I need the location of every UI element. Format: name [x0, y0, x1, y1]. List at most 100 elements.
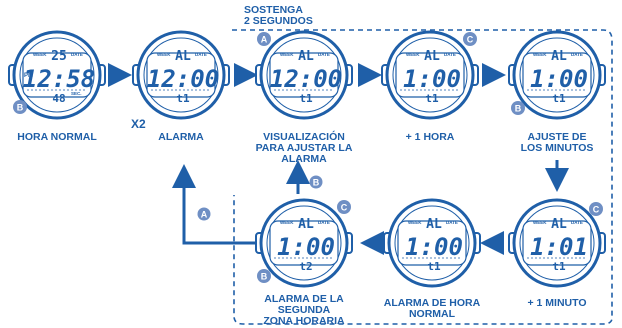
watch-inner-ring — [392, 37, 468, 113]
watch-inner-ring — [519, 205, 595, 281]
watch-inner-ring — [143, 37, 219, 113]
main-time: 12:00 — [270, 65, 342, 93]
main-time: 1:00 — [405, 233, 463, 261]
pm-indicator: PM — [24, 73, 33, 79]
date-label: DATE — [444, 52, 456, 57]
main-time: 1:00 — [403, 65, 461, 93]
sec-label: SEC. — [71, 91, 82, 96]
hold-instruction-line1: SOSTENGA — [244, 4, 303, 16]
watch-caption-line: ZONA HORARIA — [263, 315, 345, 327]
arrow-button-a-letter: A — [201, 210, 208, 220]
top-segment: AL — [551, 49, 567, 64]
week-label: WEEK — [408, 220, 422, 225]
bottom-segment: t2 — [299, 260, 312, 273]
bottom-segment: t1 — [176, 92, 190, 105]
watch-inner-ring — [266, 205, 342, 281]
main-time: 12:00 — [147, 65, 219, 93]
bottom-segment: 48 — [52, 92, 65, 105]
watch-inner-ring — [266, 37, 342, 113]
lcd-frame — [522, 52, 592, 98]
lcd-frame — [269, 52, 339, 98]
hold-instruction-line2: 2 SEGUNDOS — [244, 15, 313, 27]
arrow-button-a: A — [197, 207, 211, 221]
top-segment: AL — [298, 217, 314, 232]
top-segment: AL — [175, 49, 191, 64]
bottom-segment: t1 — [299, 92, 313, 105]
arrow-button-b-letter: B — [313, 178, 320, 188]
week-label: WEEK — [406, 52, 420, 57]
button-b-icon: B — [511, 101, 525, 115]
arrow-return — [172, 164, 256, 245]
bottom-segment: t1 — [552, 260, 566, 273]
button-c-icon: C — [337, 200, 351, 214]
lcd-frame — [146, 52, 216, 98]
top-segment: AL — [298, 49, 314, 64]
date-label: DATE — [446, 220, 458, 225]
watch-caption-line: AJUSTE DE — [527, 131, 587, 143]
date-label: DATE — [195, 52, 207, 57]
watch-inner-ring — [394, 205, 470, 281]
button-b-icon: B — [257, 269, 271, 283]
press-twice-label: X2 — [131, 117, 146, 131]
date-label: DATE — [571, 220, 583, 225]
watch-caption-line: HORA NORMAL — [17, 131, 97, 143]
date-label: DATE — [318, 52, 330, 57]
bottom-segment: t1 — [552, 92, 566, 105]
lcd-frame — [395, 52, 465, 98]
button-c-icon: C — [463, 32, 477, 46]
bottom-segment: t1 — [427, 260, 441, 273]
arrow-button-b: B — [309, 175, 323, 189]
button-letter: B — [17, 103, 24, 113]
watch-caption-line: ALARMA DE LA — [264, 293, 344, 305]
lcd-frame — [269, 220, 339, 266]
lcd-frame — [397, 220, 467, 266]
week-label: WEEK — [280, 52, 294, 57]
button-c-icon: C — [589, 202, 603, 216]
date-label: DATE — [571, 52, 583, 57]
hold-region-border — [232, 29, 613, 325]
top-segment: 25 — [51, 49, 67, 64]
watch-caption-line: ALARMA DE HORA — [383, 297, 481, 309]
main-time: 1:00 — [277, 233, 335, 261]
bottom-segment: t1 — [425, 92, 439, 105]
watch-caption-line: LOS MINUTOS — [520, 142, 594, 154]
watch-caption-line: + 1 MINUTO — [527, 297, 587, 309]
button-letter: B — [261, 272, 268, 282]
button-letter: C — [341, 203, 348, 213]
button-a-icon: A — [257, 32, 271, 46]
main-time: 1:00 — [530, 65, 588, 93]
week-label: WEEK — [533, 52, 547, 57]
date-label: DATE — [318, 220, 330, 225]
button-letter: C — [593, 205, 600, 215]
watch-caption-line: ALARMA — [158, 131, 204, 143]
week-label: WEEK — [280, 220, 294, 225]
top-segment: AL — [426, 217, 442, 232]
top-segment: AL — [551, 217, 567, 232]
button-letter: C — [467, 35, 474, 45]
lcd-frame — [522, 220, 592, 266]
watch-caption-line: PARA AJUSTAR LA — [255, 142, 353, 154]
watch-inner-ring — [19, 37, 95, 113]
date-label: DATE — [71, 52, 83, 57]
lcd-frame — [22, 52, 92, 98]
watch-caption-line: VISUALIZACIÓN — [263, 131, 345, 143]
watch-caption-line: + 1 HORA — [405, 131, 455, 143]
week-label: WEEK — [533, 220, 547, 225]
main-time: 1:01 — [530, 233, 588, 261]
watch-caption-line: NORMAL — [408, 308, 456, 320]
button-letter: A — [261, 35, 268, 45]
main-time: 12:58 — [23, 65, 95, 93]
top-segment: AL — [424, 49, 440, 64]
week-label: WEEK — [157, 52, 171, 57]
watch-caption-line: SEGUNDA — [277, 304, 331, 316]
watch-caption-line: ALARMA — [281, 153, 327, 165]
week-label: WEEK — [33, 52, 47, 57]
